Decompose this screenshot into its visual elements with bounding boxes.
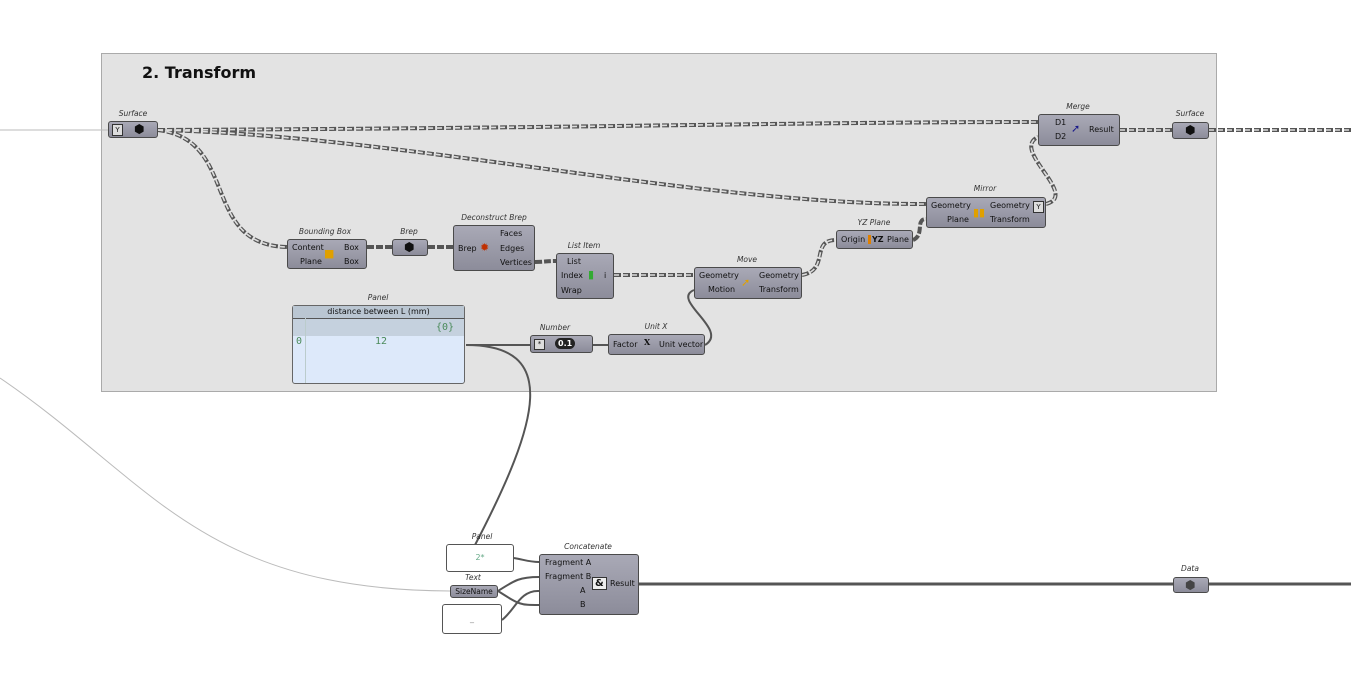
deconstruct-output-vertices[interactable]: Vertices bbox=[500, 258, 532, 267]
surface-icon: ⬢ bbox=[134, 122, 145, 136]
concat-input-fragment-a[interactable]: Fragment A bbox=[545, 558, 592, 567]
move-input-geometry[interactable]: Geometry bbox=[699, 271, 739, 280]
surface-icon: ⬢ bbox=[1185, 123, 1196, 137]
number-param[interactable]: * 0.1 bbox=[530, 335, 593, 353]
concatenate-label: Concatenate bbox=[564, 542, 612, 551]
merge-input-d1[interactable]: D1 bbox=[1055, 118, 1067, 127]
panel-header: distance between L (mm) bbox=[293, 306, 464, 319]
move-label: Move bbox=[736, 255, 758, 264]
deconstruct-brep-label: Deconstruct Brep bbox=[461, 213, 527, 222]
data-label: Data bbox=[1181, 564, 1199, 573]
brep-label: Brep bbox=[400, 227, 418, 236]
text-param-sizename[interactable]: SizeName bbox=[450, 585, 498, 598]
mirror-input-plane[interactable]: Plane bbox=[947, 215, 969, 224]
deconstruct-output-edges[interactable]: Edges bbox=[500, 244, 525, 253]
number-label: Number bbox=[539, 323, 571, 332]
yz-plane-component[interactable]: Origin YZ Plane bbox=[836, 230, 913, 249]
concat-input-fragment-b[interactable]: Fragment B bbox=[545, 572, 592, 581]
panel-label: Panel bbox=[367, 293, 389, 302]
panel-index: 0 bbox=[296, 336, 303, 347]
yz-input-origin[interactable]: Origin bbox=[841, 235, 866, 244]
panel-path: {0} bbox=[293, 319, 464, 336]
move-output-transform[interactable]: Transform bbox=[759, 285, 799, 294]
surface-out-label: Surface bbox=[1175, 109, 1205, 118]
panel-2star[interactable]: 2* bbox=[446, 544, 514, 572]
brep-param[interactable]: ⬢ bbox=[392, 239, 428, 256]
unit-x-input-factor[interactable]: Factor bbox=[613, 340, 638, 349]
surface-in-param[interactable]: Y ⬢ bbox=[108, 121, 158, 138]
merge-output-result[interactable]: Result bbox=[1089, 125, 1114, 134]
data-param[interactable]: ⬢ bbox=[1173, 577, 1209, 593]
graft-icon: Y bbox=[112, 124, 123, 136]
merge-label: Merge bbox=[1066, 102, 1090, 111]
mirror-icon: ▮▮ bbox=[973, 206, 986, 219]
number-icon: 0.1 bbox=[555, 338, 576, 349]
bbox-input-content[interactable]: Content bbox=[292, 243, 324, 252]
bbox-input-plane[interactable]: Plane bbox=[300, 257, 322, 266]
merge-component[interactable]: D1 D2 ➚ Result bbox=[1038, 114, 1120, 146]
bbox-label: Bounding Box bbox=[298, 227, 352, 236]
data-icon: ⬢ bbox=[1185, 578, 1196, 592]
concat-input-b[interactable]: B bbox=[580, 600, 586, 609]
concat-output-result[interactable]: Result bbox=[610, 579, 635, 588]
unit-x-output-vector[interactable]: Unit vector bbox=[659, 340, 704, 349]
star-icon: * bbox=[534, 339, 545, 350]
list-item-input-index[interactable]: Index bbox=[561, 271, 584, 280]
panel-value: 12 bbox=[375, 336, 388, 347]
list-item-output-i[interactable]: i bbox=[604, 271, 607, 280]
move-input-motion[interactable]: Motion bbox=[708, 285, 736, 294]
move-output-geometry[interactable]: Geometry bbox=[759, 271, 799, 280]
list-item-input-wrap[interactable]: Wrap bbox=[561, 286, 582, 295]
text-label: Text bbox=[465, 573, 481, 582]
concatenate-component[interactable]: Fragment A Fragment B A B & Result bbox=[539, 554, 639, 615]
yz-plane-icon: YZ bbox=[868, 235, 884, 244]
yz-output-plane[interactable]: Plane bbox=[887, 235, 909, 244]
deconstruct-brep-component[interactable]: Brep ✹ Faces Edges Vertices bbox=[453, 225, 535, 271]
unit-x-label: Unit X bbox=[644, 322, 668, 331]
unit-x-component[interactable]: Factor X Unit vector bbox=[608, 334, 705, 355]
bbox-output-box[interactable]: Box bbox=[344, 243, 359, 252]
merge-icon: ➚ bbox=[1071, 122, 1081, 135]
panel-underscore[interactable]: _ bbox=[442, 604, 502, 634]
list-item-input-list[interactable]: List bbox=[567, 257, 581, 266]
list-item-component[interactable]: List Index Wrap ▮ i bbox=[556, 253, 614, 299]
concat-input-a[interactable]: A bbox=[580, 586, 586, 595]
brep-icon: ⬢ bbox=[404, 240, 415, 254]
move-component[interactable]: Geometry Motion ➚ Geometry Transform bbox=[694, 267, 802, 299]
mirror-label: Mirror bbox=[973, 184, 997, 193]
box-icon: ■ bbox=[324, 247, 335, 260]
list-item-icon: ▮ bbox=[588, 268, 595, 281]
surface-in-label: Surface bbox=[118, 109, 148, 118]
mirror-component[interactable]: Geometry Plane ▮▮ Geometry Transform Y bbox=[926, 197, 1046, 228]
list-item-label: List Item bbox=[567, 241, 601, 250]
panel2-label: Panel bbox=[471, 532, 493, 541]
merge-input-d2[interactable]: D2 bbox=[1055, 132, 1067, 141]
bounding-box-component[interactable]: Content Plane ■ Box Box bbox=[287, 239, 367, 269]
graft-icon: Y bbox=[1033, 201, 1044, 213]
panel-distance[interactable]: distance between L (mm) {0} 0 12 bbox=[292, 305, 465, 384]
deconstruct-brep-icon: ✹ bbox=[480, 241, 490, 254]
group-title: 2. Transform bbox=[142, 63, 257, 82]
mirror-output-geometry[interactable]: Geometry bbox=[990, 201, 1030, 210]
mirror-output-transform[interactable]: Transform bbox=[990, 215, 1030, 224]
deconstruct-input-brep[interactable]: Brep bbox=[458, 244, 477, 253]
concatenate-icon: & bbox=[592, 577, 607, 590]
surface-out-param[interactable]: ⬢ bbox=[1172, 122, 1209, 139]
move-icon: ➚ bbox=[741, 276, 751, 289]
yz-plane-label: YZ Plane bbox=[857, 218, 891, 227]
mirror-input-geometry[interactable]: Geometry bbox=[931, 201, 971, 210]
unit-x-icon: X bbox=[644, 337, 651, 347]
bbox-output-box-2[interactable]: Box bbox=[344, 257, 359, 266]
deconstruct-output-faces[interactable]: Faces bbox=[500, 229, 523, 238]
